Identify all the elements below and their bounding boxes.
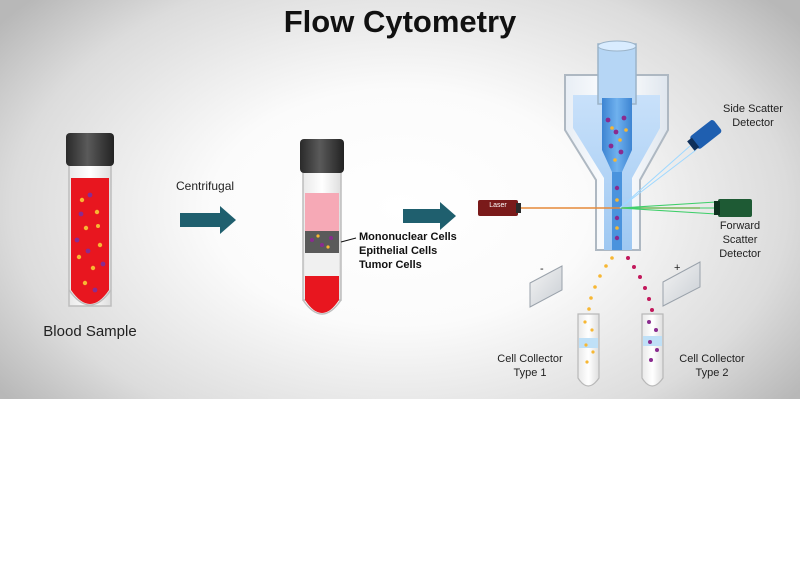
layer-label-mononuclear: Mononuclear Cells — [359, 231, 457, 243]
layer-label-epithelial: Epithelial Cells — [359, 245, 438, 257]
layer-label-tumor: Tumor Cells — [359, 259, 422, 271]
droplets-left — [587, 256, 614, 311]
blood-fill — [71, 178, 109, 304]
negative-plate — [529, 265, 563, 308]
tube-cap — [66, 133, 114, 166]
side-scatter-line-2: Detector — [732, 117, 774, 129]
side-scatter-detector — [687, 120, 722, 151]
collector-1-line-1: Cell Collector — [497, 353, 563, 365]
collector-2-line-2: Type 2 — [695, 367, 729, 379]
laser-label: Laser — [489, 202, 507, 209]
collector-2-line-1: Cell Collector — [679, 353, 745, 365]
collector-1-label: Cell Collector Type 1 — [482, 352, 578, 380]
forward-scatter-label: Forward Scatter Detector — [700, 219, 780, 261]
diagram-title: Flow Cytometry — [283, 4, 517, 39]
diagram-panel: Flow Cytometry Blood Sample Centrifugal … — [0, 0, 800, 399]
droplets-right — [626, 256, 654, 312]
forward-scatter-line-2: Scatter — [722, 234, 758, 246]
arrow-centrifugal — [180, 206, 236, 234]
rbc-layer — [305, 276, 339, 313]
laser-source — [478, 200, 521, 216]
cell-collector-type-1 — [577, 313, 600, 387]
forward-scatter-detector — [714, 199, 752, 217]
forward-scatter-beams — [619, 201, 717, 215]
diagram-canvas — [66, 40, 752, 387]
blood-sample-label: Blood Sample — [43, 323, 137, 340]
arrow-to-cytometer — [403, 202, 456, 230]
buffy-coat-layer — [305, 231, 339, 253]
centrifuged-tube — [300, 139, 357, 315]
side-scatter-beams — [619, 145, 697, 209]
collector-1-line-2: Type 1 — [513, 367, 547, 379]
plasma-layer — [305, 193, 339, 231]
flow-cell — [564, 40, 669, 251]
blood-sample-tube — [66, 133, 114, 307]
negative-sign: - — [540, 263, 544, 275]
forward-scatter-line-1: Forward — [719, 220, 761, 232]
side-scatter-label: Side Scatter Detector — [710, 102, 796, 130]
forward-scatter-line-3: Detector — [719, 248, 761, 260]
cell-collector-type-2 — [641, 313, 664, 387]
side-scatter-line-1: Side Scatter — [723, 103, 783, 115]
positive-sign: + — [674, 262, 681, 274]
collector-2-label: Cell Collector Type 2 — [664, 352, 760, 380]
positive-plate — [662, 261, 701, 307]
tube-cap-2 — [300, 139, 344, 173]
blood-cells — [74, 192, 106, 293]
centrifugal-label: Centrifugal — [176, 179, 235, 193]
